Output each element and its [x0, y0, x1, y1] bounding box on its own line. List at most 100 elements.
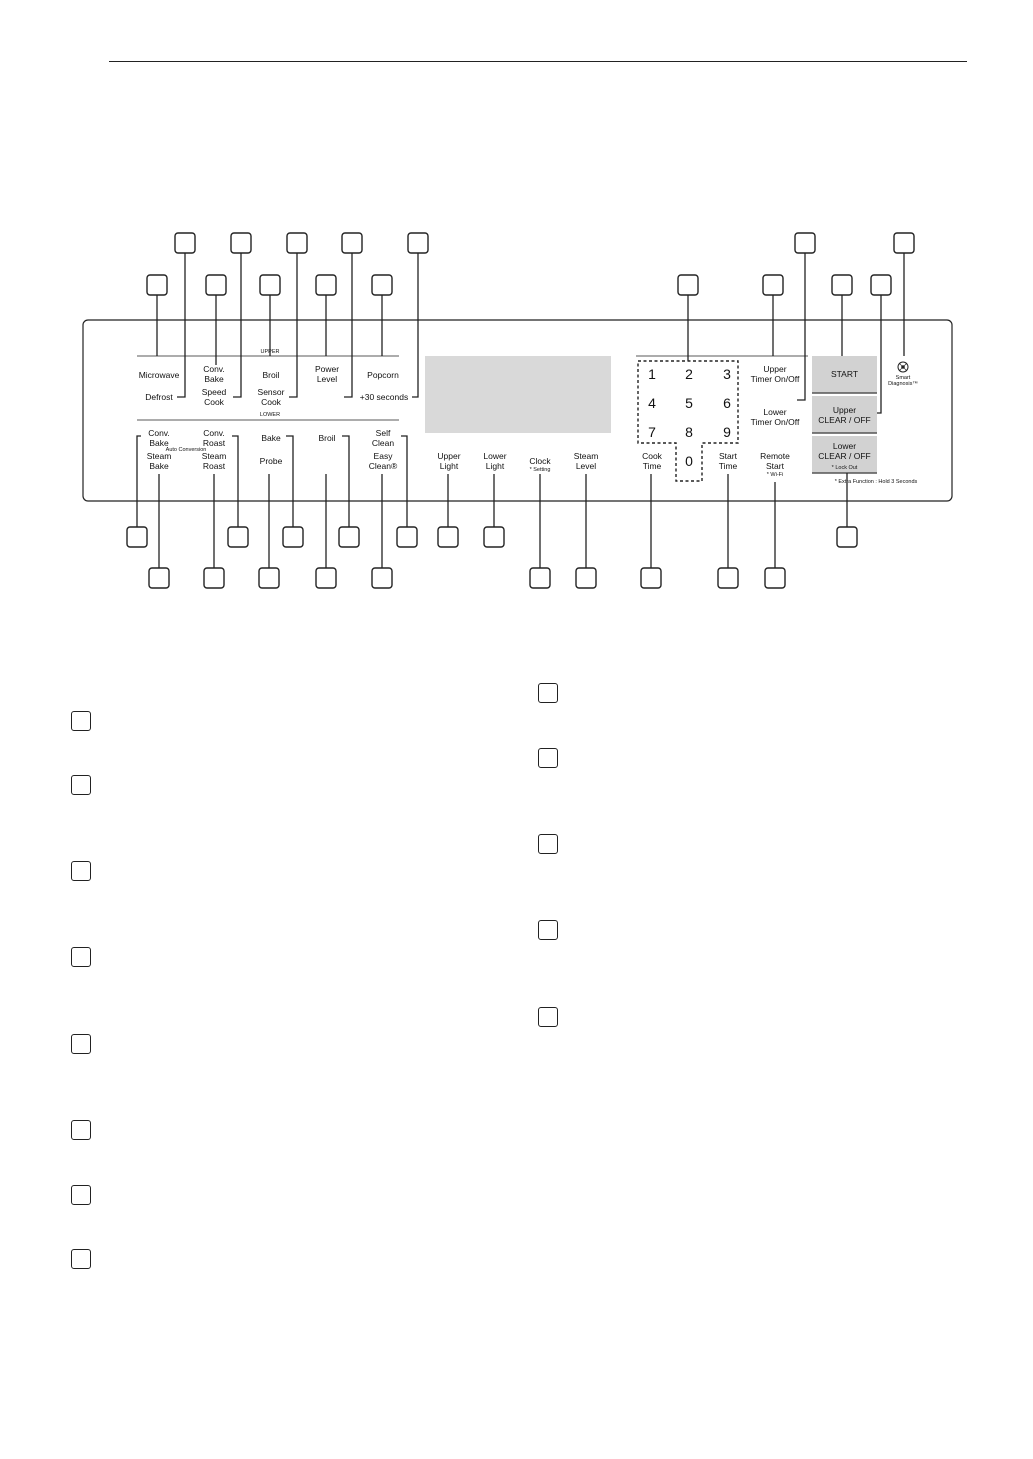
upper-key2-2-line-1: Speed [202, 387, 227, 397]
lower-key2-2-line-2: Roast [203, 461, 226, 471]
callout-box-1 [174, 232, 196, 254]
cook-time-key-line-2: Time [643, 461, 662, 471]
lower-key2-1-line-2: Bake [149, 461, 169, 471]
lower-clear-button[interactable] [812, 436, 877, 473]
keypad-digit-9[interactable]: 9 [723, 424, 731, 440]
leader-lines [136, 253, 905, 568]
lower-section-label: LOWER [260, 412, 280, 418]
keypad-digit-4[interactable]: 4 [648, 395, 656, 411]
extra-function-note: * Extra Function : Hold 3 Seconds [835, 479, 918, 485]
lower-key-2-line-2: Roast [203, 438, 226, 448]
upper-timer-key-line-2: Timer On/Off [751, 374, 800, 384]
leader-line-17 [136, 435, 141, 527]
legend-right-box-5 [538, 1007, 558, 1027]
callout-box-4 [341, 232, 363, 254]
bottom-key-3: Clock [529, 456, 551, 466]
lower-key2-2-line-1: Steam [202, 451, 227, 461]
keypad-digit-5[interactable]: 5 [685, 395, 693, 411]
legend-right-box-3 [538, 834, 558, 854]
callout-boxes [126, 232, 915, 589]
lower-timer-key-line-2: Timer On/Off [751, 417, 800, 427]
upper-key2-4-line-1: Sensor [258, 387, 285, 397]
keypad-digit-2[interactable]: 2 [685, 366, 693, 382]
callout-box-15 [831, 274, 853, 296]
callout-box-16 [870, 274, 892, 296]
start-time-key-line-2: Time [719, 461, 738, 471]
callout-box-20 [338, 526, 360, 548]
callout-box-23 [483, 526, 505, 548]
leader-line-2 [233, 253, 242, 398]
leader-line-3 [289, 253, 298, 398]
callout-box-31 [575, 567, 597, 589]
upper-key-5: Popcorn [367, 370, 399, 380]
upper-key-4-line-2: Level [317, 374, 337, 384]
start-button-label: START [831, 369, 858, 379]
callout-box-27 [258, 567, 280, 589]
lower-key2-5-line-1: Easy [374, 451, 394, 461]
legend-left-box-7 [71, 1185, 91, 1205]
keypad-dashed-outline [637, 360, 739, 482]
leader-line-16 [877, 295, 882, 414]
upper-key2-2-line-2: Cook [204, 397, 225, 407]
lower-key2-1-line-1: Steam [147, 451, 172, 461]
legend-left-box-6 [71, 1120, 91, 1140]
lower-key-1-line-1: Conv. [148, 428, 170, 438]
bottom-key-1-line-1: Upper [437, 451, 460, 461]
remote-start-key-line-2: Start [766, 461, 785, 471]
keypad-digit-6[interactable]: 6 [723, 395, 731, 411]
callout-box-9 [205, 274, 227, 296]
lower-key2-5-line-2: Clean® [369, 461, 398, 471]
smart-diagnosis-text-line-1: Smart [896, 375, 911, 381]
smart-diagnosis-icon[interactable] [897, 361, 909, 373]
cook-time-key-line-1: Cook [642, 451, 663, 461]
leader-line-4 [344, 253, 353, 398]
keypad-digit-7[interactable]: 7 [648, 424, 656, 440]
callout-box-17 [126, 526, 148, 548]
bottom-key-1-line-2: Light [440, 461, 459, 471]
bottom-key-4-line-1: Steam [574, 451, 599, 461]
callout-box-10 [259, 274, 281, 296]
legend-left-box-5 [71, 1034, 91, 1054]
callout-box-29 [371, 567, 393, 589]
keypad-digit-8[interactable]: 8 [685, 424, 693, 440]
callout-box-5 [407, 232, 429, 254]
lower-key2-3: Probe [260, 456, 283, 466]
keypad-digit-3[interactable]: 3 [723, 366, 731, 382]
leader-line-1 [177, 253, 186, 398]
clock-sub-label: * Setting [530, 467, 551, 473]
callout-box-3 [286, 232, 308, 254]
lower-key-5-line-1: Self [376, 428, 391, 438]
callout-box-12 [371, 274, 393, 296]
auto-conversion-label: Auto Conversion [166, 447, 207, 453]
upper-clear-button[interactable] [812, 396, 877, 433]
lower-clear-text-line-2: CLEAR / OFF [818, 451, 870, 461]
lock-out-label: * Lock Out [832, 465, 858, 471]
legend-left-box-1 [71, 711, 91, 731]
start-button[interactable] [812, 356, 877, 393]
display-window [425, 356, 611, 433]
lower-key-3: Bake [261, 433, 281, 443]
smart-diagnosis-text-line-2: Diagnosis™ [888, 381, 918, 387]
keypad-digit-1[interactable]: 1 [648, 366, 656, 382]
leader-line-21 [401, 435, 408, 527]
legend-right-box-4 [538, 920, 558, 940]
lower-key-4: Broil [318, 433, 335, 443]
legend-right-box-1 [538, 683, 558, 703]
upper-key2-4-line-2: Cook [261, 397, 282, 407]
lower-key-1-line-2: Bake [149, 438, 169, 448]
keypad-digit-0[interactable]: 0 [685, 453, 693, 469]
leader-line-20 [342, 435, 350, 527]
callout-box-28 [315, 567, 337, 589]
leader-line-5 [412, 253, 419, 398]
callout-box-32 [640, 567, 662, 589]
callout-box-19 [282, 526, 304, 548]
callout-box-6 [794, 232, 816, 254]
